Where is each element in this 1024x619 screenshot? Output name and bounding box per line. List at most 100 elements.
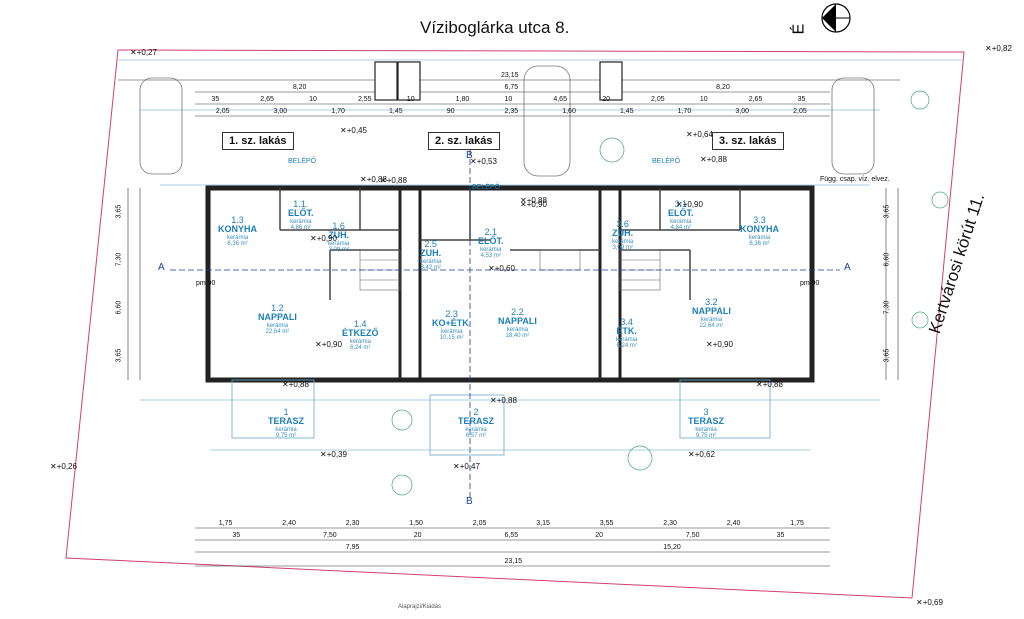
level-marker: ✕+0,60 (488, 264, 515, 273)
room-num: 3.3 (753, 215, 766, 225)
trees (391, 90, 949, 496)
party-walls (398, 188, 622, 380)
room-mat: kerámia (700, 316, 723, 323)
level-marker: ✕+0,88 (520, 196, 547, 205)
dim-bottom-row2: 35 (776, 532, 785, 539)
section-lines (170, 150, 840, 500)
entry-label-2: BELÉPŐ (472, 184, 501, 191)
dim-top-row2: 10 (699, 96, 708, 103)
entry-label-3: BELÉPŐ (652, 158, 681, 165)
room-name: ELŐT. (478, 236, 504, 247)
dimension-lines (118, 79, 900, 567)
room-mat: kerámia (480, 246, 502, 253)
dim-top-row2: 2,05 (651, 96, 665, 103)
dim-top-total: 23,15 (501, 72, 519, 79)
dim-right-col: 3,65 (883, 348, 891, 363)
level-marker: ✕+0,88 (360, 175, 387, 184)
dim-bottom-row2: 6,55 (504, 532, 519, 539)
room-mat: kerámia (465, 426, 487, 433)
terraces (231, 379, 771, 456)
room-area: 9,75 m² (275, 433, 297, 440)
room-num: 1.1. (293, 199, 309, 209)
entry-label-1: BELÉPŐ (288, 158, 317, 165)
room-area: 4,53 m² (480, 253, 501, 260)
dim-right-col: 6,60 (883, 252, 891, 267)
dim-bottom-row1: 2,40 (282, 520, 296, 527)
dim-top-row3: 2,05 (793, 108, 807, 115)
room-num: 2.1 (484, 227, 498, 237)
dim-bottom-row2: 35 (232, 532, 241, 539)
room-name: TERASZ (268, 416, 304, 427)
site-boundary (65, 49, 965, 599)
room-area: 22,64 m² (265, 329, 290, 336)
level-marker: ✕+0,39 (320, 450, 347, 459)
room-area: 4,86 m² (290, 225, 311, 232)
room-name: KONYHA (218, 224, 258, 235)
room-mat: kerámia (275, 426, 297, 433)
section-mark-a-right: A (844, 262, 851, 273)
dim-bottom-row1: 2,40 (726, 520, 741, 527)
dim-top-row2: 2,55 (357, 96, 372, 103)
footer-note: Alaprajzi/Kiadás (398, 604, 442, 610)
room-num: 1.6 (332, 221, 345, 231)
room-name: ÉTK. (616, 326, 637, 337)
level-marker: ✕+0,90 (310, 234, 337, 243)
room-mat: kerámia (420, 258, 442, 265)
room-name: NAPPALI (498, 316, 537, 327)
apartment-title-3: 3. sz. lakás (712, 132, 784, 150)
level-marker: ✕+0,90 (520, 200, 547, 209)
room-area: 6,24 m² (616, 343, 637, 350)
dim-top-row2: 4,65 (553, 96, 567, 103)
room-area: 18,40 m² (505, 333, 530, 340)
room-name: ZUH. (420, 248, 442, 259)
room-area: 9,75 m² (695, 433, 717, 440)
apartment-title-2: 2. sz. lakás (428, 132, 500, 150)
dim-top-row2: 2,65 (260, 96, 274, 103)
room-name: NAPPALI (258, 312, 297, 323)
dim-bottom-row1: 1,75 (218, 520, 233, 527)
level-marker: ✕+0,64 (686, 130, 713, 139)
dim-bottom-row2: 7,50 (685, 532, 700, 539)
level-marker: ✕+0,27 (130, 48, 157, 57)
dim-bottom-row2: 20 (413, 532, 422, 539)
level-marker: ✕+0,45 (340, 126, 367, 135)
compass-label: É (790, 23, 808, 35)
dim-top-row2: 10 (406, 96, 415, 103)
room-mat: kerámia (616, 336, 638, 343)
dim-bottom-row2: 7,50 (323, 532, 337, 539)
room-num: 1.2 (271, 303, 284, 313)
room-area: 4,84 m² (670, 225, 691, 232)
dim-top-row1: 8,20 (716, 84, 730, 91)
level-marker: ✕+0,88 (700, 155, 727, 164)
dim-top-row3: 1,70 (331, 108, 345, 115)
dim-left-col: 3,65 (115, 348, 123, 363)
dim-left-col: 7,30 (115, 252, 123, 267)
level-marker: ✕+0,90 (676, 200, 703, 209)
room-area: 10,15 m² (439, 335, 464, 342)
section-mark-b-bottom: B (466, 496, 473, 507)
building-walls (205, 185, 815, 383)
room-name: NAPPALI (692, 306, 731, 317)
gate-posts (374, 61, 623, 101)
room-num: 2 (473, 407, 479, 417)
room-area: 6,24 m² (350, 345, 371, 352)
street-name-top: Víziboglárka utca 8. (420, 18, 570, 37)
level-marker: ✕+0,47 (453, 462, 480, 471)
room-mat: kerámia (226, 234, 249, 241)
room-num: 3.2 (705, 297, 718, 307)
level-marker: ✕+0,62 (688, 450, 715, 459)
room-name: ZUH. (612, 228, 634, 239)
dim-top-row3: 3,00 (735, 108, 750, 115)
room-num: 3 (703, 407, 709, 417)
dim-top-row3: 2,05 (215, 108, 230, 115)
